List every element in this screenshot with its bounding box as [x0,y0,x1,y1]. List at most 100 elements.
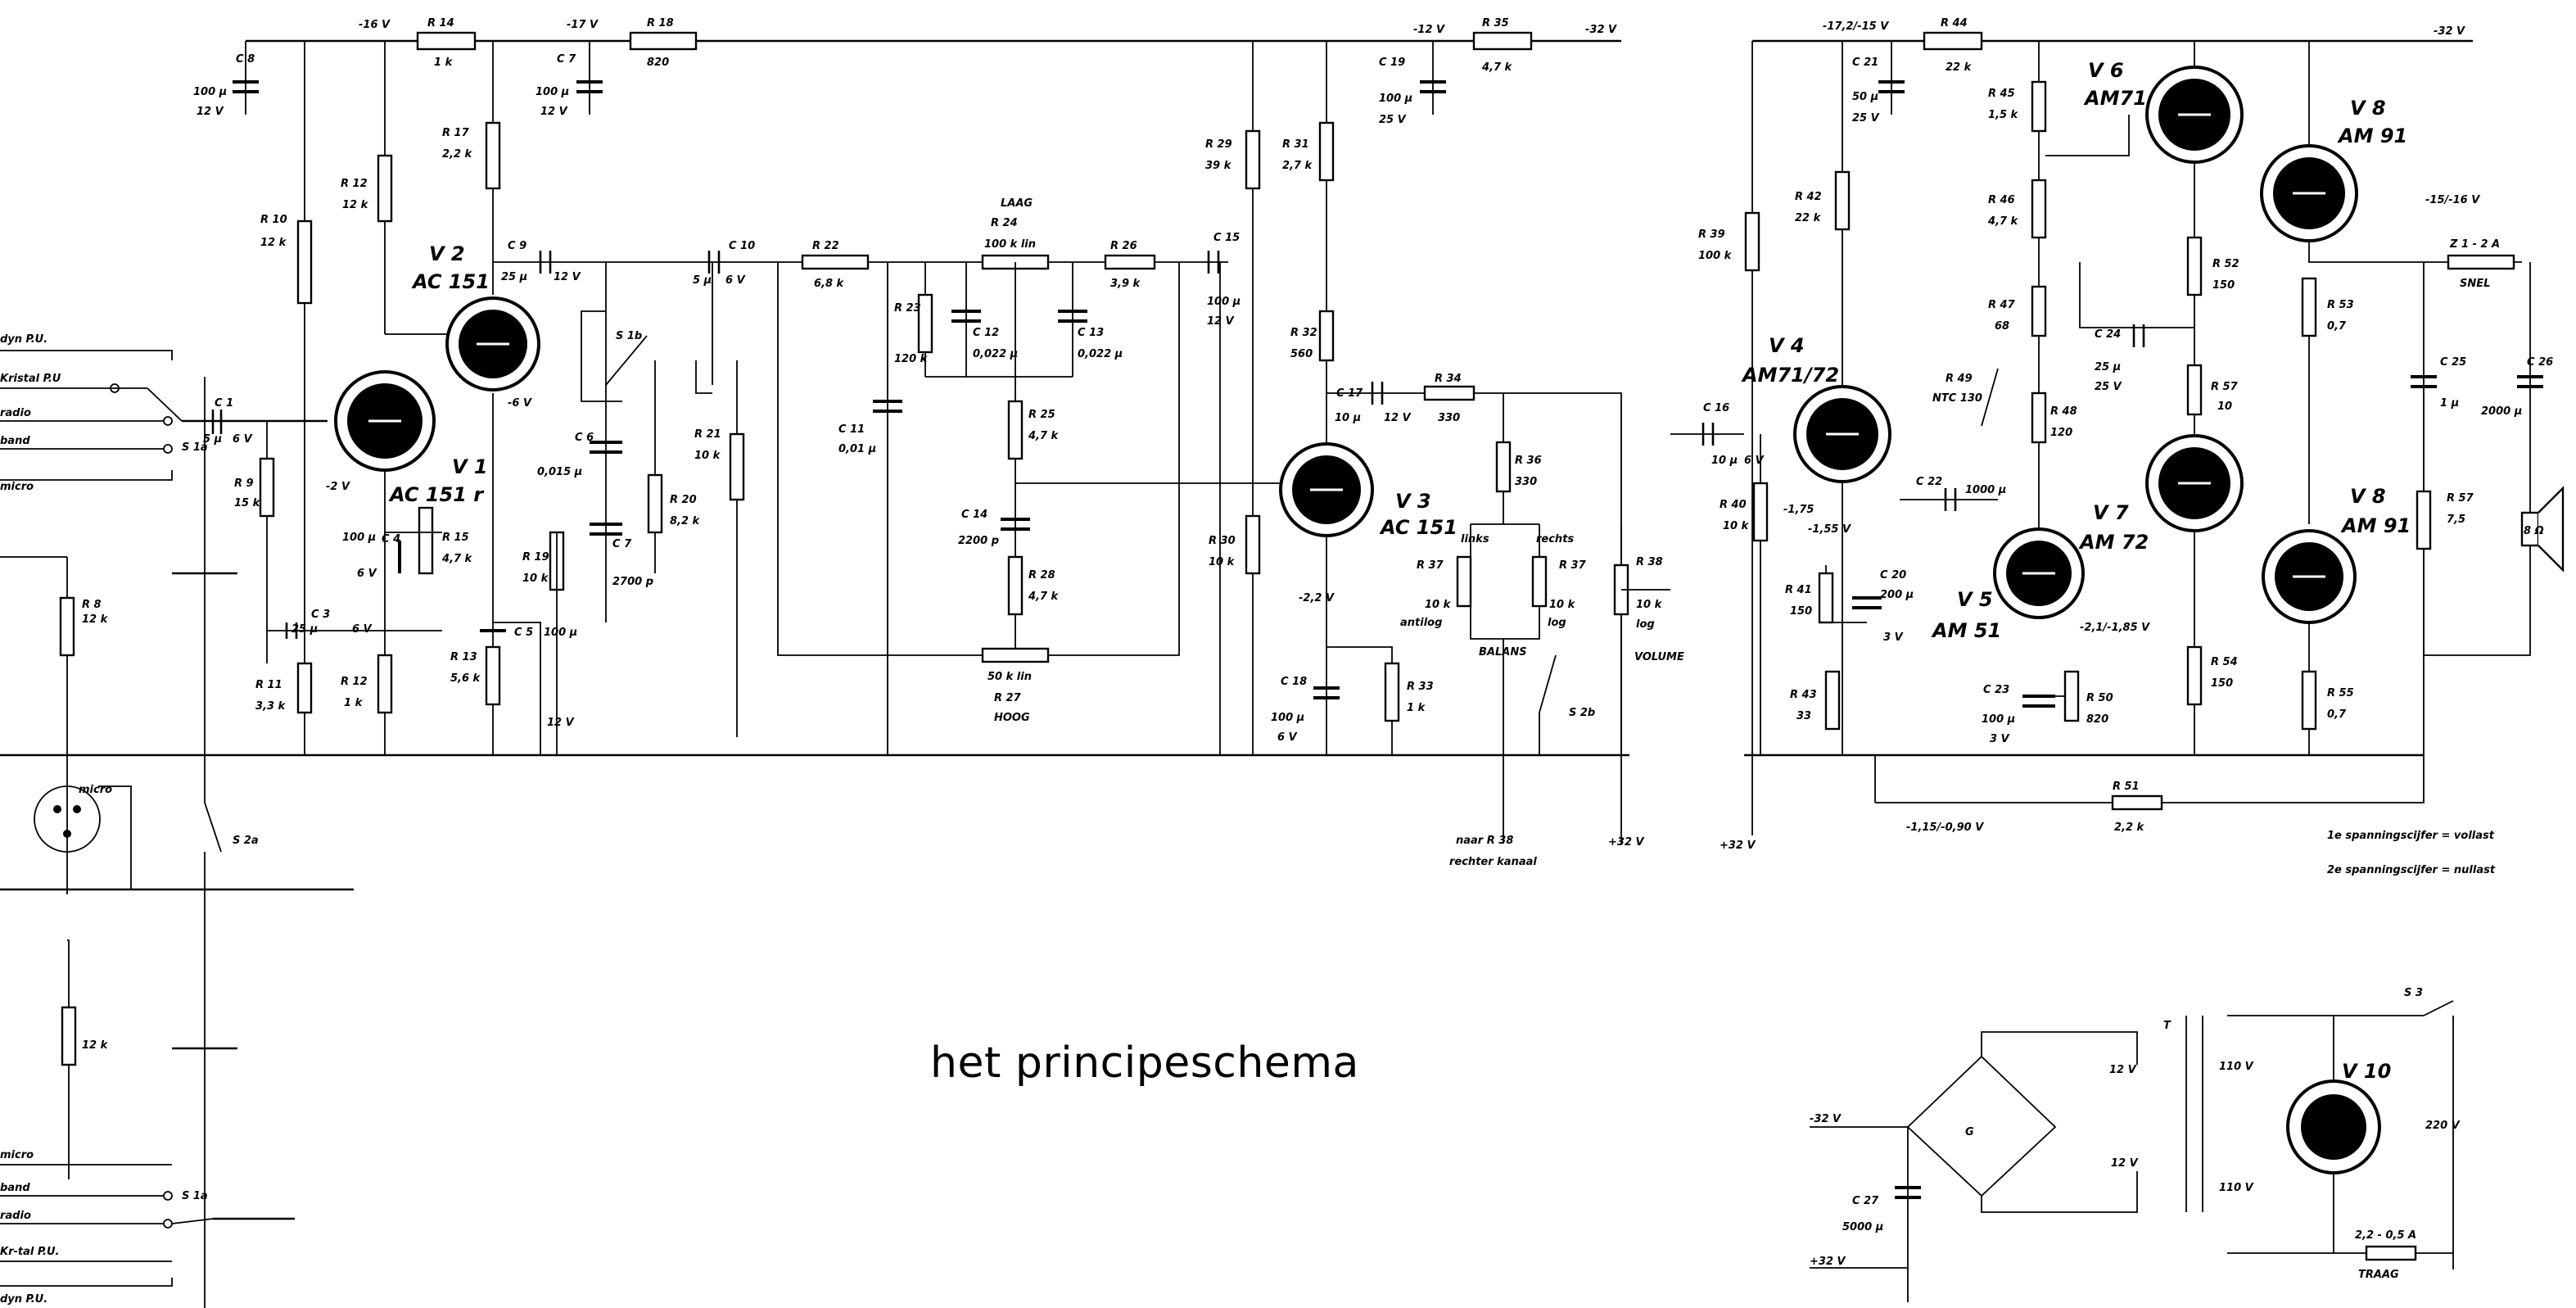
label-r39-value: 100 k [1698,250,1733,262]
label-c19-value: 100 µ [1379,93,1412,105]
label-c9: C 9 [508,240,526,252]
label-r52: R 52 [2212,258,2239,270]
label-r35: R 35 [1482,17,1509,29]
label-c13-value: 0,022 µ [1078,348,1123,360]
resistor-r39 [1744,211,1760,272]
label-mains: 220 V [2425,1120,2461,1132]
label-output-voltage: -15/-16 V [2425,194,2480,206]
label-links: links [1461,533,1489,545]
label-r36: R 36 [1515,455,1542,467]
label-c9-value: 25 µ [501,271,527,283]
label-r9-value: 15 k [234,497,261,509]
label-bridge: G [1965,1126,1974,1138]
input-radio: radio [0,407,31,419]
label-s3: S 3 [2404,987,2423,999]
label-r30: R 30 [1209,535,1236,547]
tube-v1 [334,370,436,472]
label-c17: C 17 [1336,387,1363,400]
label-r13-value: 5,6 k [450,672,481,685]
label-c26-value: 2000 µ [2481,405,2522,418]
label-s1b: S 1b [616,330,642,342]
rail-label-m16: -16 V [359,19,391,31]
label-r38: R 38 [1636,556,1663,568]
tube-v4-name: V 4 [1769,334,1805,357]
resistor-r29 [1245,129,1261,190]
tube-v1-type: AC 151 r [388,483,485,506]
label-c4: C 4 [382,533,400,545]
stage-v3 [1245,41,1622,755]
label-r46: R 46 [1988,194,2015,206]
potentiometer-r37-right [1531,555,1548,608]
rail-label-ps-m32: -32 V [1810,1113,1842,1125]
label-r57: R 57 [2211,381,2239,393]
label-r26-value: 3,9 k [1110,278,1141,290]
label-r35-value: 4,7 k [1481,61,1513,74]
resistor-r43 [1824,670,1841,731]
label-r23: R 23 [894,302,921,315]
tube-v1-name: V 1 [452,455,488,478]
tube-v8b [2262,529,2357,624]
rail-label-m17-15: -17,2/-15 V [1823,20,1889,33]
input-kristal-2: Kr-tal P.U. [0,1246,59,1258]
resistor-r28 [1007,555,1024,616]
label-c8-value: 100 µ [193,86,227,98]
label-r42: R 42 [1795,191,1822,203]
label-r44-value: 22 k [1946,61,1973,74]
label-trafo: T [2163,1020,2172,1032]
label-r8: R 8 [82,599,102,611]
resistor-r33 [1384,662,1400,722]
label-r31-value: 2,7 k [1282,160,1313,172]
label-r40-value: 10 k [1723,520,1750,532]
tube-v2 [445,296,540,391]
label-s2b: S 2b [1569,707,1595,719]
label-c23-voltage: 3 V [1990,733,2010,745]
label-r50: R 50 [2086,692,2113,704]
label-r19: R 19 [522,551,549,563]
label-c7-value: 2700 p [612,576,653,588]
label-rechts: rechts [1536,533,1574,545]
label-r40: R 40 [1720,499,1747,511]
top-supply-rail [246,31,2473,51]
label-c5: C 5 [514,627,533,639]
resistor-r26 [1104,254,1156,270]
label-c15-voltage: 12 V [1207,315,1235,328]
tube-v8b-type: AM 91 [2340,514,2411,537]
label-r38-value: 10 k [1636,599,1663,611]
resistor-r47 [2031,285,2047,337]
label-r36-value: 330 [1515,476,1537,488]
label-r34-value: 330 [1438,412,1460,424]
label-s2a: S 2a [233,835,259,847]
label-r11: R 11 [255,679,282,691]
stage-v1 [259,41,459,755]
tube-v3-type: AC 151 [1379,516,1457,539]
label-c5-value: 100 µ [544,627,577,639]
resistor-r41 [1818,572,1834,624]
input-selector-top [0,350,328,481]
label-c21: C 21 [1852,57,1878,69]
label-r47-value: 68 [1995,320,2009,333]
resistor-r15 [418,506,434,575]
resistor-r32 [1318,310,1335,362]
label-c18-value: 100 µ [1271,712,1304,724]
label-r28-value: 4,7 k [1028,591,1060,603]
label-t12-a: 12 V [2109,1064,2137,1076]
label-c11-value: 0,01 µ [838,443,876,455]
label-r43-value: 33 [1796,710,1811,722]
label-r17: R 17 [442,127,470,139]
label-r37a-law: antilog [1400,617,1442,629]
resistor-r8 [59,596,75,657]
label-r21-value: 10 k [694,450,721,462]
label-c8: C 8 [236,53,255,66]
label-t110-b: 110 V [2219,1182,2254,1194]
label-c6: C 6 [575,432,594,444]
label-c17-value: 10 µ [1335,412,1361,424]
label-r19-value: 10 k [522,573,549,585]
label-c3-value: 25 µ [291,623,318,636]
label-fuse: 2,2 - 0,5 A [2355,1229,2416,1242]
label-c5-voltage: 12 V [547,717,575,729]
label-c23-value: 100 µ [1982,713,2015,726]
resistor-r34 [1423,385,1476,401]
label-r32-value: 560 [1290,348,1313,360]
label-v2-bias: -6 V [508,397,532,410]
